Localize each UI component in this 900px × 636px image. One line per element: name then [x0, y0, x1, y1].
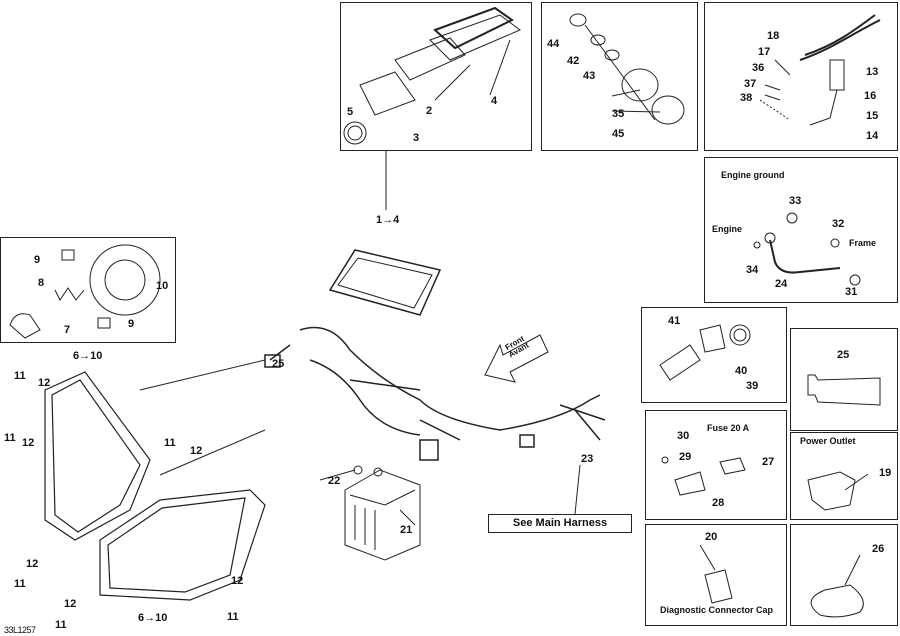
callout: 11 [14, 370, 26, 382]
callout: 16 [864, 90, 877, 102]
callout: 39 [746, 380, 759, 392]
callout: 25 [272, 358, 285, 370]
box-cable-tie [790, 524, 898, 626]
callout: 43 [583, 70, 596, 82]
frame-caption: Frame [849, 238, 877, 248]
callout: 11 [227, 611, 239, 623]
callout: 10 [156, 280, 169, 292]
callout: 37 [744, 78, 757, 90]
callout: 19 [879, 467, 892, 479]
box-diagnostic-cap [645, 524, 787, 626]
box-grease [790, 328, 898, 431]
engine-ground-caption: Engine ground [721, 170, 785, 180]
box-gauges [340, 2, 532, 151]
callout: 30 [677, 430, 690, 442]
callout: 21 [400, 524, 413, 536]
callout: 34 [746, 264, 759, 276]
fuse-caption: Fuse 20 A [707, 423, 750, 433]
callout: 9 [34, 254, 41, 266]
callout: 45 [612, 128, 625, 140]
callout: 44 [547, 38, 560, 50]
switch-parts [569, 13, 685, 125]
callout: 22 [328, 475, 341, 487]
callout: 25 [837, 349, 850, 361]
callout: 12 [22, 437, 35, 449]
callout: 41 [668, 315, 681, 327]
box-headlamp-bulbs [0, 237, 176, 343]
callout: 15 [866, 110, 879, 122]
box-engine-ground [704, 157, 898, 303]
callout: 28 [712, 497, 725, 509]
box-sensor [704, 2, 898, 151]
callout: 5 [347, 106, 354, 118]
voltage-regulator [344, 465, 421, 561]
callout: 17 [758, 46, 771, 58]
callout: 11 [14, 578, 26, 590]
headlamp-assemblies [44, 371, 266, 601]
callout: 4 [491, 95, 498, 107]
callout: 13 [866, 66, 879, 78]
gauge-lens-parts [343, 6, 521, 145]
sensor-parts [759, 14, 881, 126]
callout: 42 [567, 55, 580, 67]
callout: 3 [413, 132, 420, 144]
wiring-harness [264, 326, 606, 461]
headlamp-group-callout: 6→10 [73, 350, 103, 362]
callout: 29 [679, 451, 692, 463]
box-fuse [645, 410, 787, 520]
callout: 12 [64, 598, 77, 610]
see-main-harness-label: See Main Harness [488, 514, 632, 533]
diagnostic-cap-caption: Diagnostic Connector Cap [660, 605, 774, 615]
callout: 12 [231, 575, 244, 587]
callout: 40 [735, 365, 748, 377]
box-power-outlet [790, 432, 898, 520]
callout: 2 [426, 105, 433, 117]
power-outlet-caption: Power Outlet [800, 436, 856, 446]
callout: 12 [190, 445, 203, 457]
callout: 38 [740, 92, 753, 104]
callout: 7 [64, 324, 71, 336]
box-socket [641, 307, 787, 403]
callout: 12 [26, 558, 39, 570]
callout: 11 [164, 437, 176, 449]
leader-lines [139, 89, 869, 586]
callout: 27 [762, 456, 775, 468]
callout: 14 [866, 130, 879, 142]
instrument-cluster [328, 150, 442, 316]
ground-strap [753, 212, 861, 286]
callout: 12 [38, 377, 51, 389]
callout: 18 [767, 30, 780, 42]
callout: 8 [38, 277, 45, 289]
callout: 11 [55, 619, 67, 631]
engine-caption: Engine [712, 224, 743, 234]
front-arrow [484, 334, 549, 383]
callout: 32 [832, 218, 845, 230]
callout: 6→10 [138, 612, 168, 624]
cluster-group-callout: 1→4 [376, 214, 400, 226]
callout: 23 [581, 453, 594, 465]
callout: 36 [752, 62, 765, 74]
diagram-id: 33L1257 [4, 625, 36, 635]
callout: 24 [775, 278, 788, 290]
callout: 26 [872, 543, 885, 555]
callout: 33 [789, 195, 802, 207]
callout: 11 [4, 432, 16, 444]
callout: 9 [128, 318, 135, 330]
callout: 20 [705, 531, 718, 543]
box-switch [541, 2, 698, 151]
box-part-drawings [659, 324, 881, 618]
callout: 35 [612, 108, 625, 120]
bulb-parts [9, 244, 161, 339]
callout: 31 [845, 286, 858, 298]
